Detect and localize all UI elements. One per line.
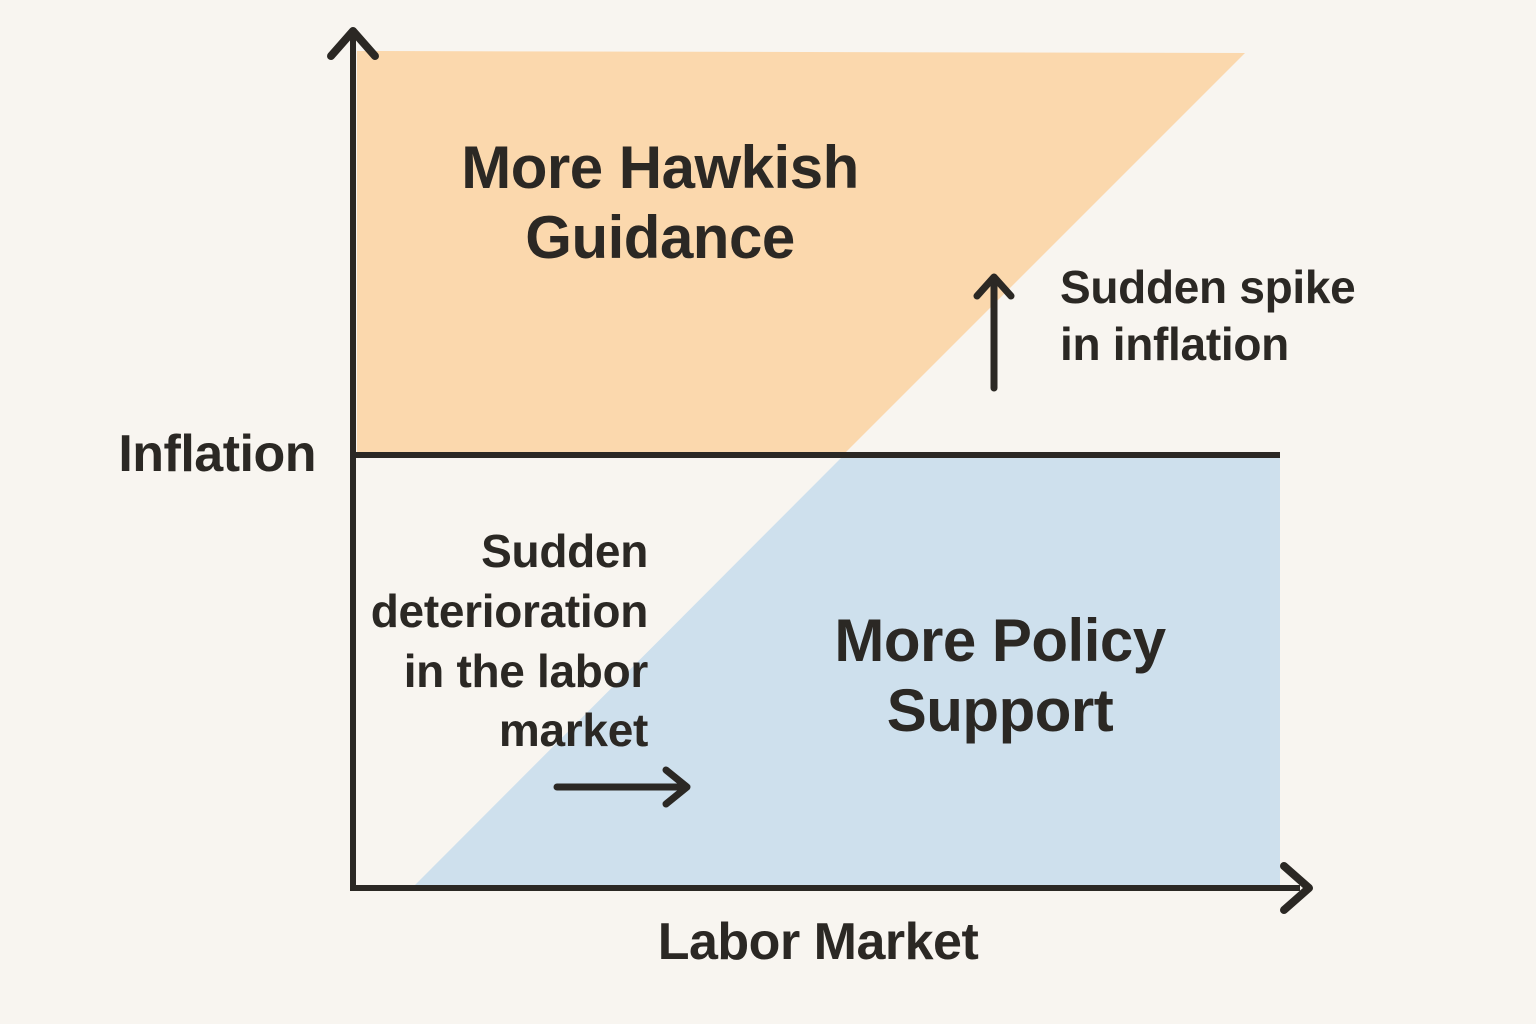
inflation-spike-annotation-line1: Sudden spike <box>1060 261 1355 313</box>
inflation-spike-annotation-line2: in inflation <box>1060 318 1289 370</box>
up-arrow-icon <box>973 273 1015 392</box>
labor-deterioration-annotation-line3: in the labor <box>404 645 649 697</box>
labor-deterioration-annotation-line2: deterioration <box>371 585 648 637</box>
right-arrow-icon <box>553 766 691 808</box>
labor-deterioration-annotation-line4: market <box>499 704 648 756</box>
support-region-label-line1: More Policy <box>834 607 1166 674</box>
hawkish-region-label-line2: Guidance <box>525 204 794 271</box>
x-axis-arrowhead-icon <box>1280 862 1313 914</box>
policy-support-region <box>414 458 1280 886</box>
support-region-label-line2: Support <box>887 677 1114 744</box>
y-axis-label: Inflation <box>118 425 316 483</box>
labor-deterioration-annotation-line1: Sudden <box>481 525 648 577</box>
y-axis-arrowhead-icon <box>327 27 379 60</box>
hawkish-guidance-region <box>357 51 1245 453</box>
x-axis-label: Labor Market <box>658 913 979 971</box>
hawkish-region-label-line1: More Hawkish <box>461 134 858 201</box>
